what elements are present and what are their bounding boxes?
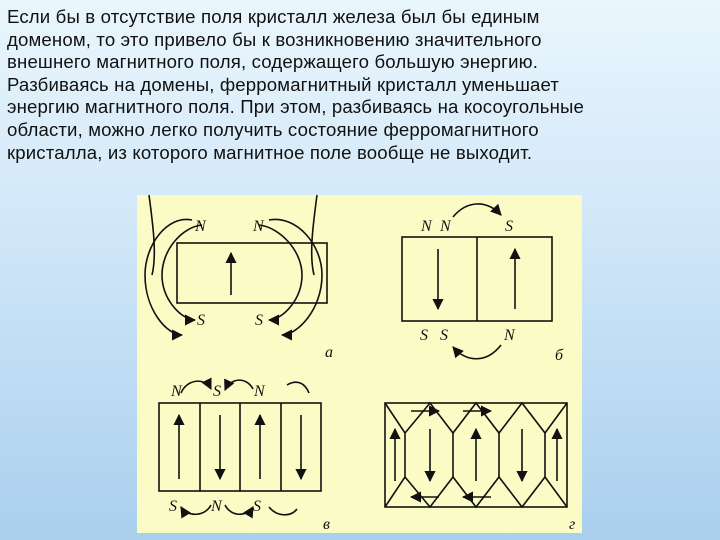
panel-g bbox=[384, 401, 568, 509]
domain-wall bbox=[404, 475, 568, 509]
panel-a bbox=[144, 195, 328, 341]
field-line bbox=[148, 195, 156, 276]
panel-v bbox=[158, 377, 322, 519]
paragraph-line: Если бы в отсутствие поля кристалл желез… bbox=[7, 6, 540, 27]
field-line bbox=[268, 218, 323, 341]
field-line bbox=[452, 203, 502, 218]
paragraph: Если бы в отсутствие поля кристалл желез… bbox=[7, 6, 713, 164]
pole-label: S bbox=[420, 327, 428, 344]
pole-label: N bbox=[439, 218, 452, 235]
pole-label: N bbox=[194, 218, 207, 235]
field-line bbox=[268, 506, 298, 516]
field-line bbox=[310, 195, 318, 276]
pole-label: S bbox=[253, 498, 261, 515]
panel-caption: б bbox=[555, 347, 564, 364]
panel-caption: г bbox=[569, 516, 575, 533]
paragraph-line: Разбиваясь на домены, ферромагнитный кри… bbox=[7, 73, 560, 95]
field-line bbox=[144, 218, 193, 341]
panel-caption: а bbox=[325, 344, 333, 361]
pole-label: N bbox=[253, 383, 266, 400]
panel-b bbox=[401, 203, 553, 360]
pole-label: N bbox=[170, 383, 183, 400]
domain-wall bbox=[384, 402, 406, 508]
pole-label: S bbox=[213, 383, 221, 400]
field-line bbox=[161, 224, 203, 326]
paragraph-line: доменом, то это привело бы к возникновен… bbox=[7, 28, 542, 50]
field-line bbox=[180, 377, 212, 394]
paragraph-line: кристалла, из которого магнитное поле во… bbox=[7, 141, 533, 163]
field-line bbox=[286, 381, 310, 394]
paragraph-line: внешнего магнитного поля, содержащего бо… bbox=[7, 51, 539, 73]
pole-label: S bbox=[197, 312, 205, 329]
panel-caption: в bbox=[323, 516, 330, 533]
paragraph-line: области, можно легко получить состояние … bbox=[7, 118, 539, 140]
pole-label: S bbox=[255, 312, 263, 329]
crystal-block bbox=[176, 242, 328, 304]
pole-label: N bbox=[210, 498, 223, 515]
domain-figure: N N S S а N N S S S N б N S N S N S в bbox=[137, 195, 582, 533]
field-line bbox=[224, 378, 254, 392]
field-line bbox=[224, 504, 254, 519]
field-line bbox=[258, 224, 303, 326]
pole-label: S bbox=[440, 327, 448, 344]
pole-label: S bbox=[505, 218, 513, 235]
domain-wall bbox=[404, 401, 568, 435]
pole-label: S bbox=[169, 498, 177, 515]
pole-label: N bbox=[503, 327, 516, 344]
field-line bbox=[180, 504, 212, 519]
pole-label: N bbox=[252, 218, 265, 235]
pole-label: N bbox=[420, 218, 433, 235]
paragraph-line: энергию магнитного поля. При этом, разби… bbox=[7, 96, 585, 118]
field-line bbox=[452, 344, 502, 360]
